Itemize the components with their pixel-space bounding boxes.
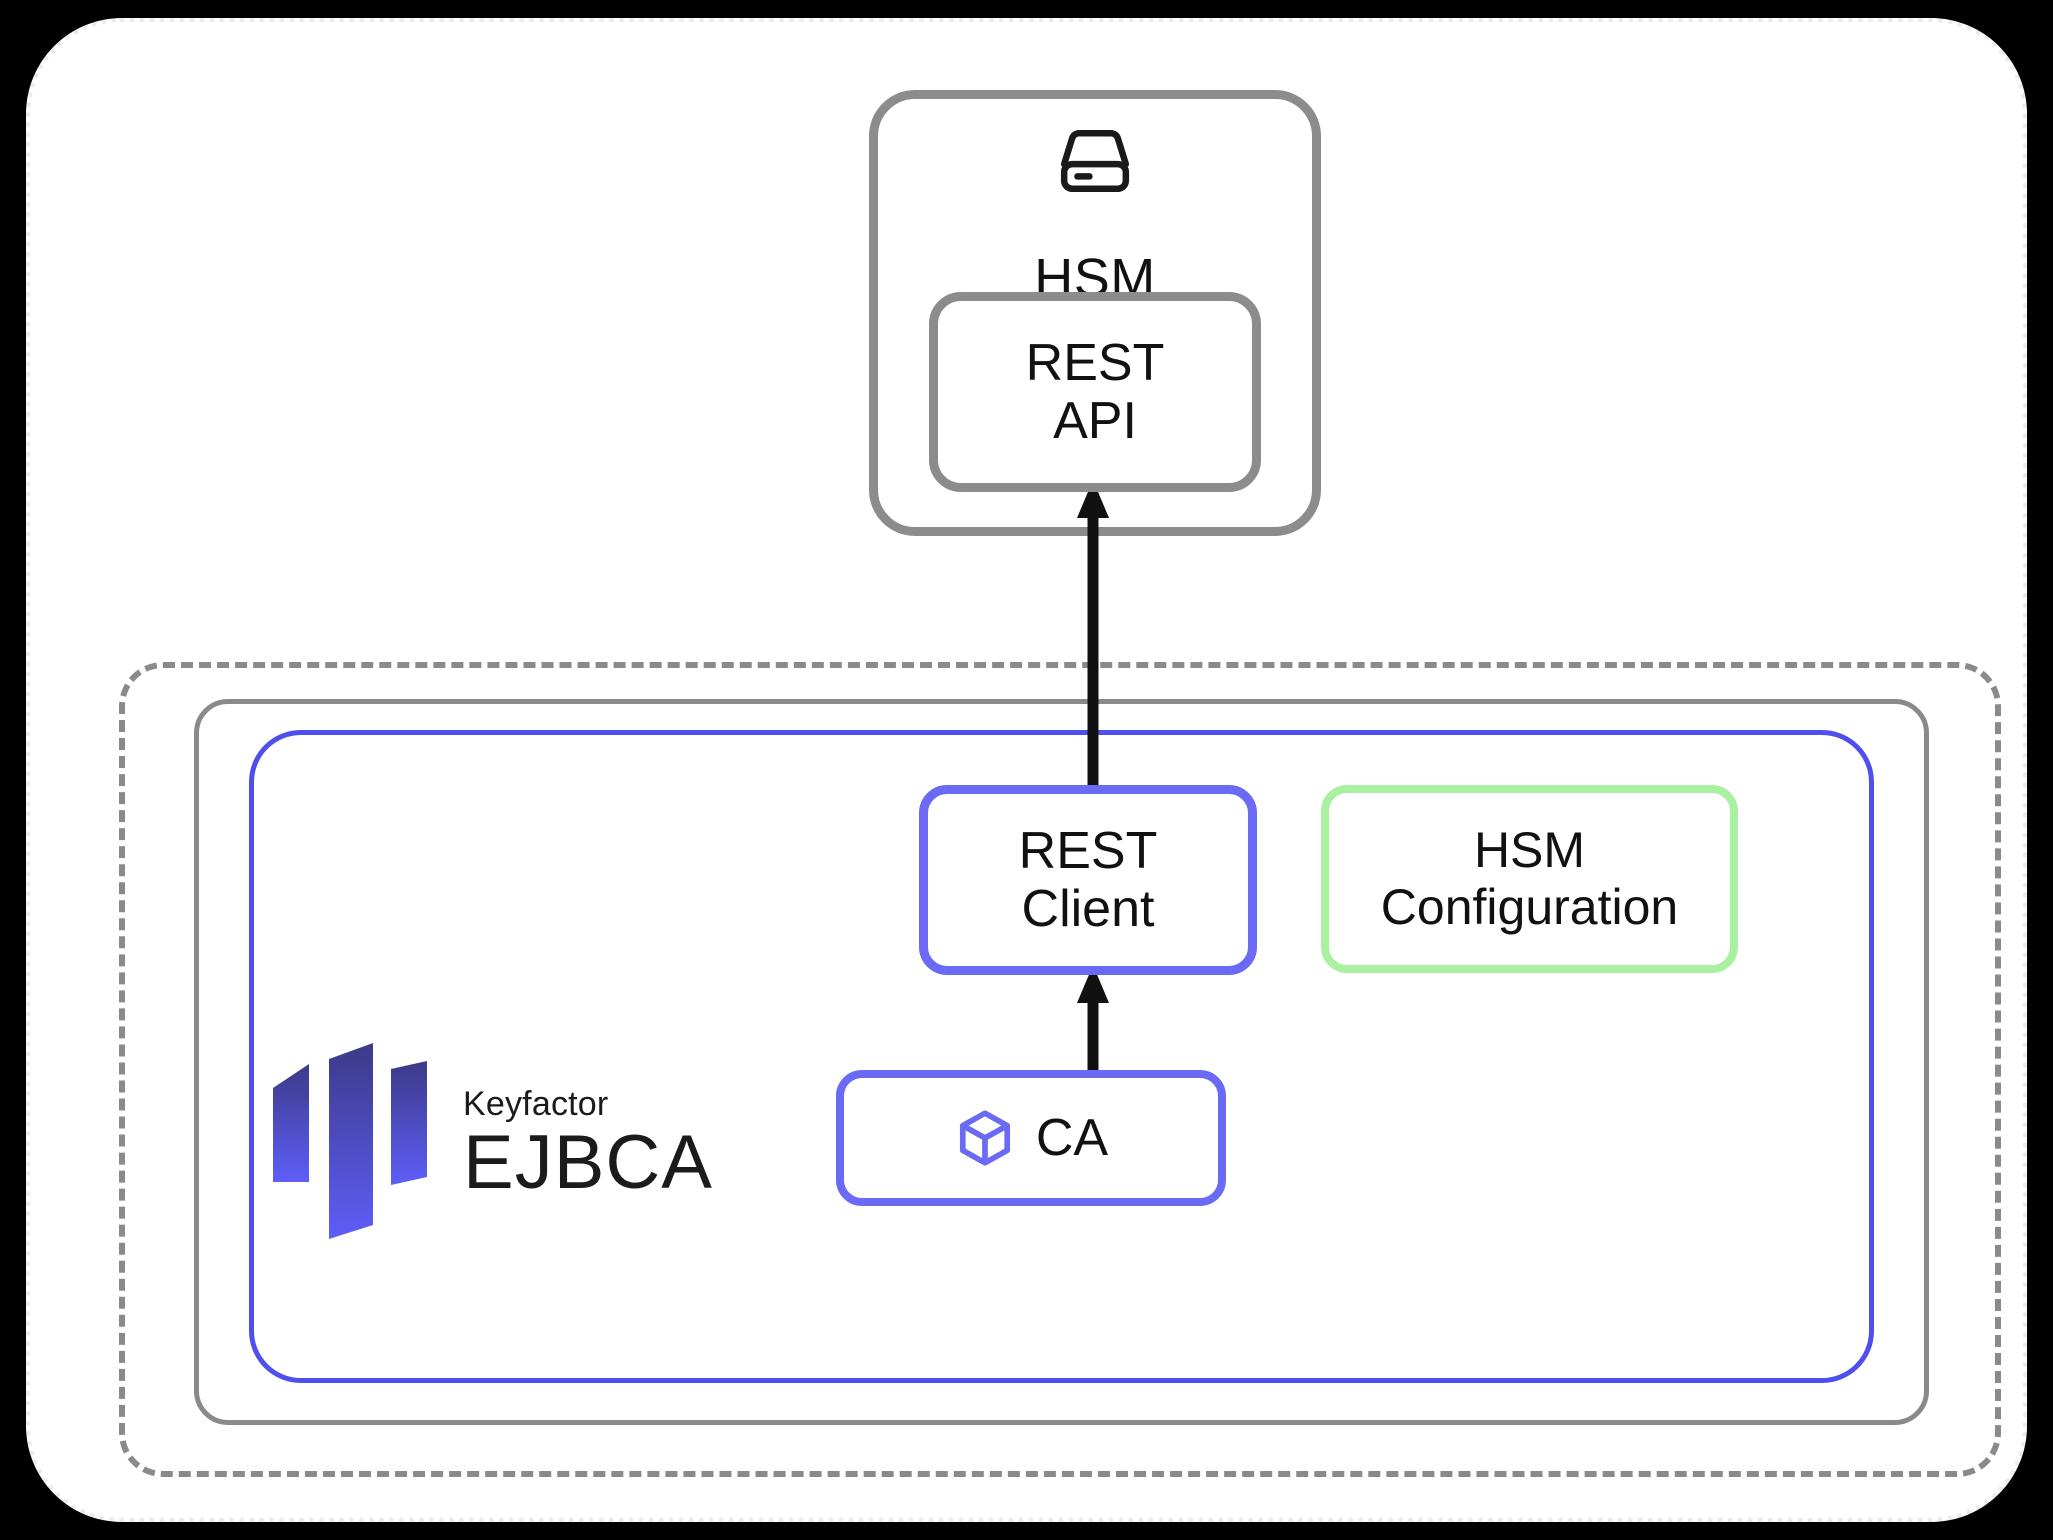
keyfactor-word: Keyfactor [463,1084,609,1123]
cube-icon [959,1110,1010,1166]
hsm-icon-container [878,127,1312,195]
rest-api-box[interactable]: REST API [929,292,1261,492]
arrow-ca-to-rest-client [1077,965,1109,1079]
ejbca-logo-lockup: Keyfactor EJBCA [269,1041,713,1245]
ejbca-wordmark: Keyfactor EJBCA [463,1087,713,1200]
ejbca-bars-logo [273,1043,427,1239]
hsm-configuration-label-line1: HSM [1473,822,1586,878]
ejbca-word: EJBCA [463,1119,713,1205]
rest-client-box[interactable]: REST Client [919,785,1257,975]
ca-box[interactable]: CA [836,1070,1226,1206]
rest-api-label-line2: API [1053,392,1137,450]
hsm-configuration-label-line2: Configuration [1380,879,1679,935]
arrow-rest-client-to-rest-api [1077,480,1109,798]
middle-gray-boundary [194,699,1929,1425]
ca-label: CA [1035,1109,1109,1167]
outer-dashed-boundary [119,662,2001,1477]
diagram-card: HSM REST API REST Client HSM Configurati… [26,18,2027,1522]
rest-api-label-line1: REST [1025,333,1165,392]
rest-client-label-line2: Client [1021,880,1155,938]
ejbca-boundary [249,730,1874,1383]
hsm-configuration-box[interactable]: HSM Configuration [1321,785,1738,973]
hard-drive-icon [1060,130,1130,192]
rest-client-label-line1: REST [1018,821,1158,880]
